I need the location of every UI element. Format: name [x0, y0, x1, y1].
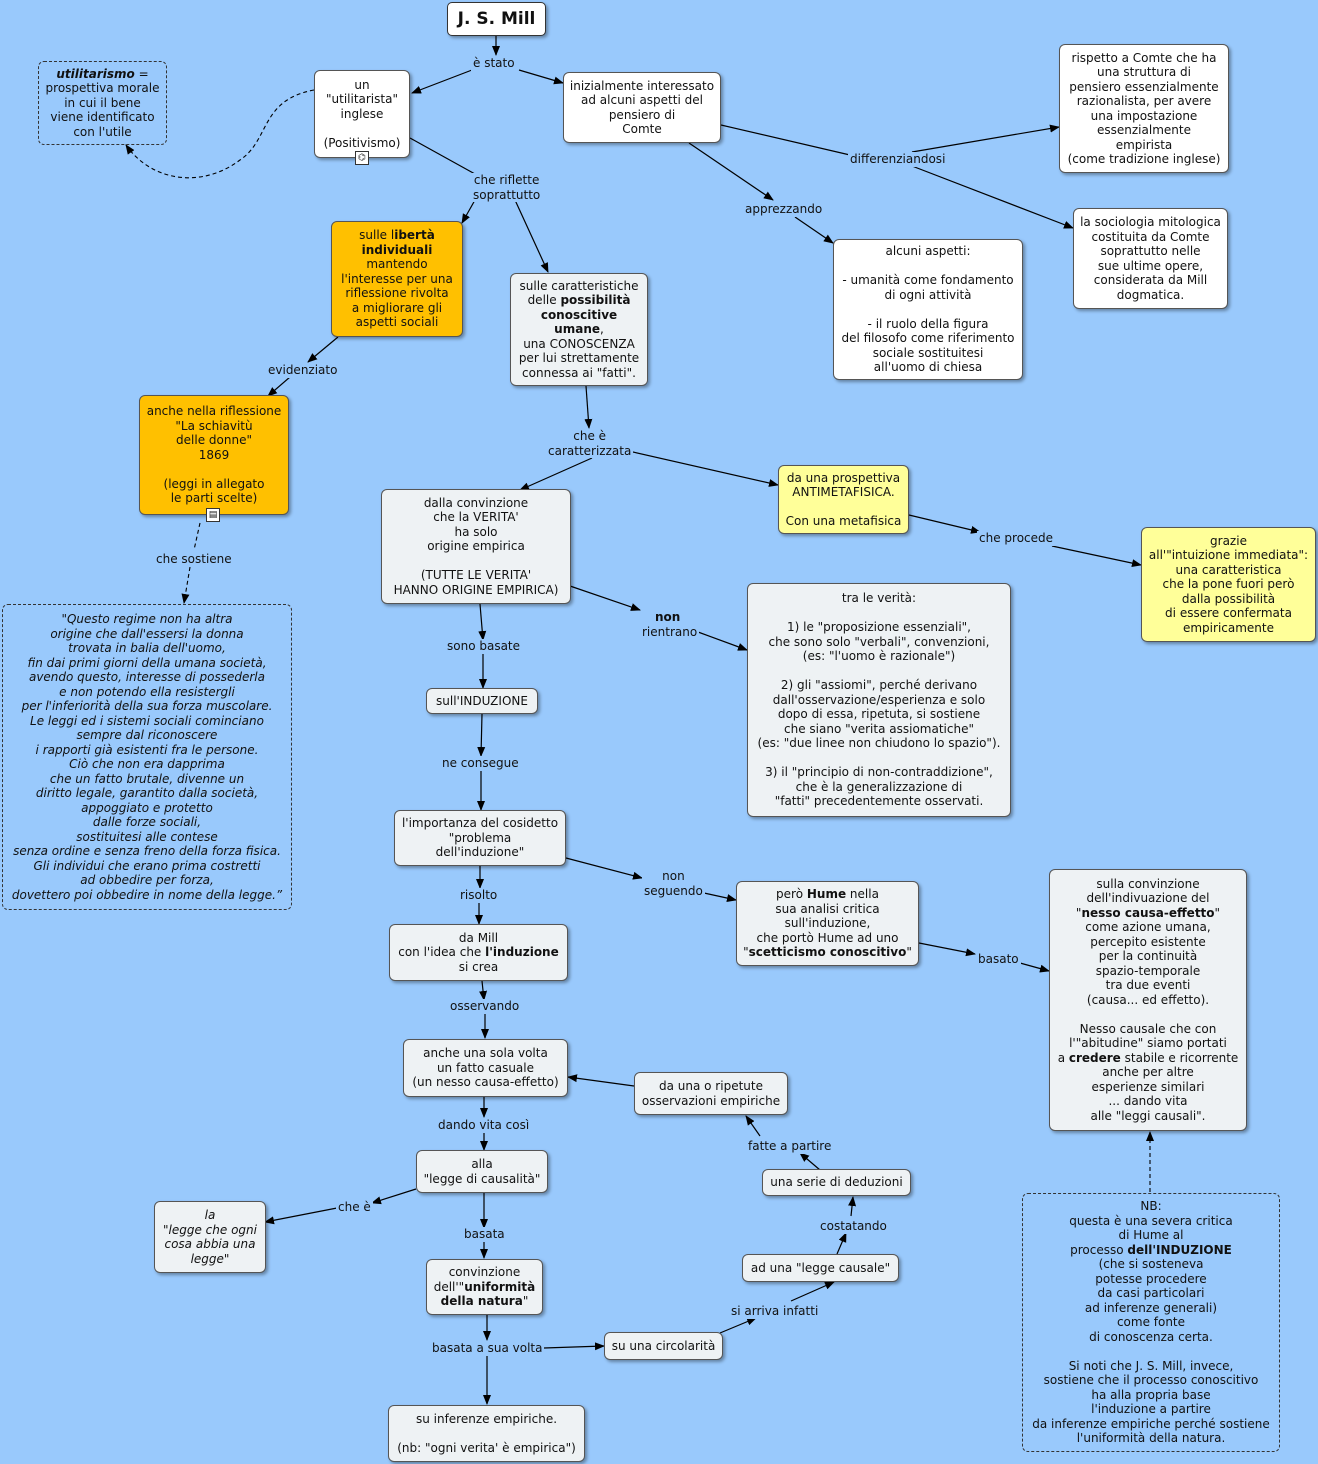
nesso-causa-effetto-text: sulla convinzione dell'indivuazione del … — [1057, 876, 1239, 1123]
inferenze-empiriche-node[interactable]: su inferenze empiriche. (nb: "ogni verit… — [388, 1405, 585, 1462]
alcuni-aspetti-node[interactable]: alcuni aspetti: - umanità come fondament… — [833, 239, 1023, 380]
alcuni-aspetti-text: alcuni aspetti: - umanità come fondament… — [841, 244, 1015, 375]
circolarita-text: su una circolarità — [611, 1338, 716, 1353]
possibilita-conoscitive-text: sulle caratteristiche delle possibilità … — [518, 278, 640, 380]
link-label-evidenziato: evidenziato — [266, 363, 340, 378]
tra-le-verita-text: tra le verità: 1) le "proposizione essen… — [757, 591, 1001, 809]
link-label-apprezzando: apprezzando — [743, 202, 825, 217]
antimetafisica-node[interactable]: da una prospettiva ANTIMETAFISICA. Con u… — [778, 465, 909, 534]
legge-causale-node[interactable]: ad una "legge causale" — [742, 1254, 899, 1282]
mill-induzione-text: da Mill con l'idea che l'induzione si cr… — [398, 930, 559, 974]
fatto-casuale-node[interactable]: anche una sola volta un fatto casuale (u… — [403, 1039, 568, 1097]
antimetafisica-text: da una prospettiva ANTIMETAFISICA. Con u… — [785, 470, 902, 529]
legge-causalita-node[interactable]: alla "legge di causalità" — [416, 1150, 548, 1193]
schiavitu-donne-node[interactable]: anche nella riflessione "La schiavitù de… — [139, 395, 289, 515]
sociologia-node[interactable]: la sociologia mitologica costituita da C… — [1073, 208, 1228, 309]
hume-text: però Hume nella sua analisi critica sull… — [743, 887, 912, 960]
osservazioni-empiriche-node[interactable]: da una o ripetute osservazioni empiriche — [634, 1072, 788, 1115]
nesso-causa-effetto-node[interactable]: sulla convinzione dell'indivuazione del … — [1049, 869, 1247, 1131]
link-label-che-riflette: che riflette soprattutto — [471, 173, 543, 202]
tra-le-verita-node[interactable]: tra le verità: 1) le "proposizione essen… — [747, 583, 1011, 817]
link-label-dando-vita: dando vita così — [436, 1118, 532, 1133]
link-label-fatte-a-partire: fatte a partire — [746, 1139, 834, 1154]
inferenze-empiriche-text: su inferenze empiriche. (nb: "ogni verit… — [397, 1411, 576, 1455]
rispetto-comte-node[interactable]: rispetto a Comte che ha una struttura di… — [1059, 44, 1229, 173]
title-text: J. S. Mill — [457, 8, 536, 29]
link-label-osservando: osservando — [448, 999, 522, 1014]
comte-text: inizialmente interessato ad alcuni aspet… — [569, 78, 715, 137]
link-label-non-seguendo: non seguendo — [642, 869, 705, 898]
document-attachment-icon[interactable]: ▤ — [206, 508, 220, 522]
link-label-che-e-caratterizzata: che è caratterizzata — [546, 429, 634, 458]
quote-node[interactable]: "Questo regime non ha altra origine che … — [2, 604, 292, 910]
verita-empirica-text: dalla convinzione che la VERITA' ha solo… — [393, 495, 559, 597]
title-node-js-mill[interactable]: J. S. Mill — [447, 2, 546, 36]
liberta-individuali-text: sulle libertà individuali mantendo l'int… — [341, 228, 453, 330]
utilitarista-node[interactable]: un "utilitarista" inglese (Positivismo) — [314, 70, 410, 158]
legge-ogni-cosa-node[interactable]: la "legge che ogni cosa abbia una legge" — [154, 1201, 266, 1273]
link-label-che-sostiene: che sostiene — [154, 552, 234, 567]
link-label-risolto: risolto — [458, 888, 500, 903]
circolarita-node[interactable]: su una circolarità — [604, 1332, 723, 1360]
link-label-che-procede: che procede — [977, 531, 1056, 546]
link-label-rientrano: rientrano — [640, 625, 700, 640]
nb-critica-hume-text: NB: questa è una severa critica di Hume … — [1032, 1199, 1270, 1446]
mill-induzione-node[interactable]: da Mill con l'idea che l'induzione si cr… — [389, 924, 568, 981]
link-label-costatando: costatando — [818, 1219, 889, 1234]
intuizione-immediata-node[interactable]: grazie all'"intuizione immediata": una c… — [1141, 527, 1316, 642]
rispetto-comte-text: rispetto a Comte che ha una struttura di… — [1067, 50, 1221, 167]
link-label-che-e: che è — [336, 1200, 373, 1215]
schiavitu-donne-text: anche nella riflessione "La schiavitù de… — [146, 404, 282, 506]
link-label-non: non — [653, 610, 683, 625]
intuizione-immediata-text: grazie all'"intuizione immediata": una c… — [1148, 533, 1309, 635]
utilitarismo-definition-text: utilitarismo = prospettiva morale in cui… — [45, 66, 160, 139]
link-label-basata-sua-volta: basata a sua volta — [430, 1341, 545, 1356]
link-label-e-stato: è stato — [471, 56, 517, 71]
nb-critica-hume-node[interactable]: NB: questa è una severa critica di Hume … — [1022, 1193, 1280, 1452]
uniformita-natura-node[interactable]: convinzione dell'"uniformità della natur… — [426, 1259, 543, 1315]
osservazioni-empiriche-text: da una o ripetute osservazioni empiriche — [641, 1079, 781, 1108]
problema-induzione-text: l'importanza del cosidetto "problema del… — [401, 816, 559, 860]
link-label-si-arriva: si arriva infatti — [729, 1304, 821, 1319]
comte-node[interactable]: inizialmente interessato ad alcuni aspet… — [563, 72, 721, 143]
link-label-basata: basata — [462, 1227, 507, 1242]
link-label-differenziandosi: differenziandosi — [848, 152, 948, 167]
problema-induzione-node[interactable]: l'importanza del cosidetto "problema del… — [394, 810, 566, 866]
link-label-ne-consegue: ne consegue — [440, 756, 521, 771]
induzione-node[interactable]: sull'INDUZIONE — [426, 688, 538, 714]
utilitarista-text: un "utilitarista" inglese (Positivismo) — [323, 77, 401, 150]
link-label-basato: basato — [976, 952, 1021, 967]
verita-empirica-node[interactable]: dalla convinzione che la VERITA' ha solo… — [381, 489, 571, 604]
sociologia-text: la sociologia mitologica costituita da C… — [1080, 215, 1221, 302]
serie-deduzioni-text: una serie di deduzioni — [770, 1175, 903, 1190]
uniformita-natura-text: convinzione dell'"uniformità della natur… — [433, 1265, 536, 1309]
induzione-text: sull'INDUZIONE — [436, 693, 528, 708]
possibilita-conoscitive-node[interactable]: sulle caratteristiche delle possibilità … — [510, 273, 648, 386]
hume-node[interactable]: però Hume nella sua analisi critica sull… — [736, 881, 919, 966]
liberta-individuali-node[interactable]: sulle libertà individuali mantendo l'int… — [331, 221, 463, 337]
legge-causale-text: ad una "legge causale" — [750, 1260, 891, 1275]
utilitarismo-definition-node[interactable]: utilitarismo = prospettiva morale in cui… — [38, 61, 167, 145]
legge-causalita-text: alla "legge di causalità" — [423, 1157, 541, 1186]
concept-map-icon[interactable]: ⌬ — [355, 151, 369, 165]
legge-ogni-cosa-text: la "legge che ogni cosa abbia una legge" — [163, 1208, 257, 1266]
link-label-sono-basate: sono basate — [445, 639, 523, 654]
serie-deduzioni-node[interactable]: una serie di deduzioni — [762, 1169, 911, 1196]
fatto-casuale-text: anche una sola volta un fatto casuale (u… — [412, 1046, 559, 1090]
quote-text: "Questo regime non ha altra origine che … — [11, 612, 283, 902]
